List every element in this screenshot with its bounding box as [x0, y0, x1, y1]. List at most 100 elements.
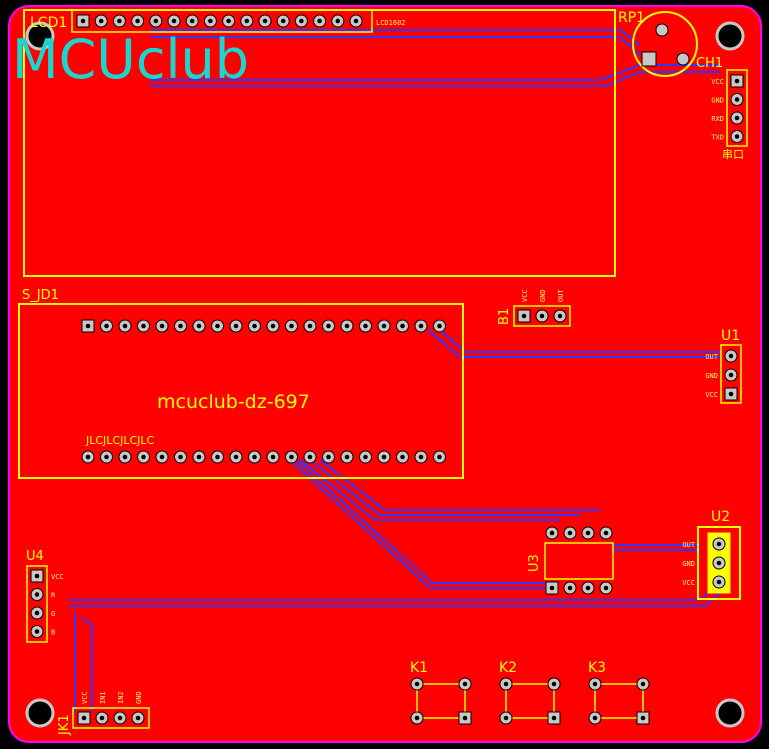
lcd-pin-16-drill	[353, 18, 359, 24]
s-jd1-top-pin-12-drill	[289, 323, 294, 329]
lcd-pin-15-drill	[335, 18, 341, 24]
s-jd1-bottom-pin-17-drill	[381, 454, 387, 460]
s-jd1-designator: S_JD1	[22, 288, 59, 303]
ch1-outline	[726, 69, 748, 147]
mount-hole-bl	[25, 698, 55, 728]
lcd1602-module: LCD1 LCD1602	[23, 9, 616, 277]
u1-label-out: OUT	[705, 353, 718, 361]
k1-pad-2-drill	[462, 681, 468, 687]
u3-pin-top-2-drill	[567, 530, 573, 536]
b1-pin-gnd-drill	[539, 313, 545, 319]
board-copper	[8, 5, 762, 743]
u3-pin-top-1-drill	[549, 530, 555, 536]
b1-label-vcc: VCC	[521, 289, 529, 302]
jk1-outline	[72, 707, 150, 729]
u4-label-r: R	[51, 592, 56, 600]
lcd-part-label: LCD1602	[376, 19, 406, 27]
lcd-pin-4-drill	[135, 18, 140, 24]
u1-designator: U1	[721, 328, 740, 344]
s-jd1-top-pin-2-drill	[104, 323, 109, 329]
s-jd1-bottom-pin-2-drill	[104, 454, 109, 460]
s-jd1-top-pin-20-drill	[437, 323, 442, 329]
k3-pad-3-drill	[592, 715, 598, 721]
mcuclub-logo: MCUclub	[12, 28, 249, 91]
b1-pin-out-drill	[557, 313, 563, 319]
ch1-pin-gnd-drill	[734, 97, 740, 102]
k2-pad-4-drill	[551, 715, 557, 721]
s-jd1-bottom-pin-16-drill	[363, 454, 368, 460]
b1-label-out: OUT	[557, 289, 565, 302]
u3-ic: U3	[527, 526, 614, 595]
k3-pad-1-drill	[592, 681, 598, 687]
ch1-pin-txd-drill	[734, 134, 740, 139]
s-jd1-top-pin-4-drill	[141, 323, 146, 329]
s-jd1-module: S_JD1 mcuclub-dz-697 JLCJLCJLCJLC	[18, 288, 464, 479]
s-jd1-bottom-pin-1-drill	[85, 454, 91, 460]
k3-outline	[594, 683, 644, 719]
u4-designator: U4	[26, 549, 44, 564]
s-jd1-top-pin-18-drill	[400, 323, 405, 329]
jk1-pin-in2-drill	[117, 715, 123, 721]
ch1-pin-rxd-drill	[734, 115, 740, 121]
b1-designator: B1	[497, 308, 512, 325]
u4-label-vcc: VCC	[51, 573, 64, 581]
u2-pin-vcc-drill	[716, 579, 722, 585]
lcd-pin-6-drill	[171, 18, 177, 24]
b1-pin-vcc-drill	[521, 313, 527, 319]
s-jd1-bottom-pin-4-drill	[141, 454, 146, 460]
lcd-header-pins	[76, 14, 363, 28]
u4-pin-b-drill	[34, 629, 40, 634]
k2-pad-3-drill	[503, 715, 509, 721]
s-jd1-top-pin-13-drill	[307, 323, 313, 329]
u3-pin-top-4-drill	[603, 530, 609, 536]
u3-designator: U3	[527, 554, 542, 572]
lcd-pin-5-drill	[153, 18, 159, 24]
jk1-label-gnd: GND	[135, 691, 143, 704]
lcd-pin-3-drill	[117, 18, 122, 24]
ch1-label-rxd: RXD	[711, 115, 724, 123]
rp1-pad-2	[655, 23, 669, 37]
s-jd1-top-pin-9-drill	[233, 323, 239, 329]
s-jd1-top-pin-10-drill	[252, 323, 257, 329]
s-jd1-top-pin-7-drill	[196, 323, 202, 329]
u2-designator: U2	[711, 509, 730, 525]
lcd-pin-14-drill	[317, 18, 322, 24]
jk1-pin-gnd-drill	[135, 715, 141, 721]
lcd-pin-12-drill	[280, 18, 286, 24]
mount-hole-br	[715, 698, 745, 728]
k3-designator: K3	[588, 660, 606, 676]
u2-pin-gnd-drill	[716, 560, 722, 566]
s-jd1-top-pin-17-drill	[381, 323, 387, 329]
s-jd1-bottom-pin-12-drill	[289, 454, 294, 460]
lcd-pin-11-drill	[262, 18, 268, 24]
k2-designator: K2	[499, 660, 517, 676]
k3-pad-4-drill	[640, 715, 646, 721]
s-jd1-bottom-pin-13-drill	[307, 454, 313, 460]
u1-pin-out-drill	[728, 353, 734, 359]
ch1-label-gnd: GND	[711, 97, 724, 105]
s-jd1-top-pin-6-drill	[178, 323, 183, 329]
u4-outline	[26, 565, 48, 643]
k2-pad-2-drill	[551, 681, 557, 687]
u1-pin-vcc-drill	[728, 391, 734, 397]
u1-pin-gnd-drill	[728, 372, 734, 378]
k1-designator: K1	[410, 660, 428, 676]
k1-pad-4-drill	[462, 715, 468, 721]
s-jd1-bottom-pin-11-drill	[270, 454, 276, 460]
u2-label-gnd: GND	[682, 560, 695, 568]
s-jd1-top-pin-5-drill	[159, 323, 165, 329]
ch1-label-vcc: VCC	[711, 78, 724, 86]
u2-label-out: OUT	[682, 541, 695, 549]
jk1-designator: JK1	[57, 714, 72, 736]
s-jd1-bottom-pin-8-drill	[215, 454, 220, 460]
s-jd1-bottom-pin-5-drill	[159, 454, 165, 460]
ch1-label-txd: TXD	[711, 134, 724, 142]
rp1-body	[632, 11, 698, 77]
